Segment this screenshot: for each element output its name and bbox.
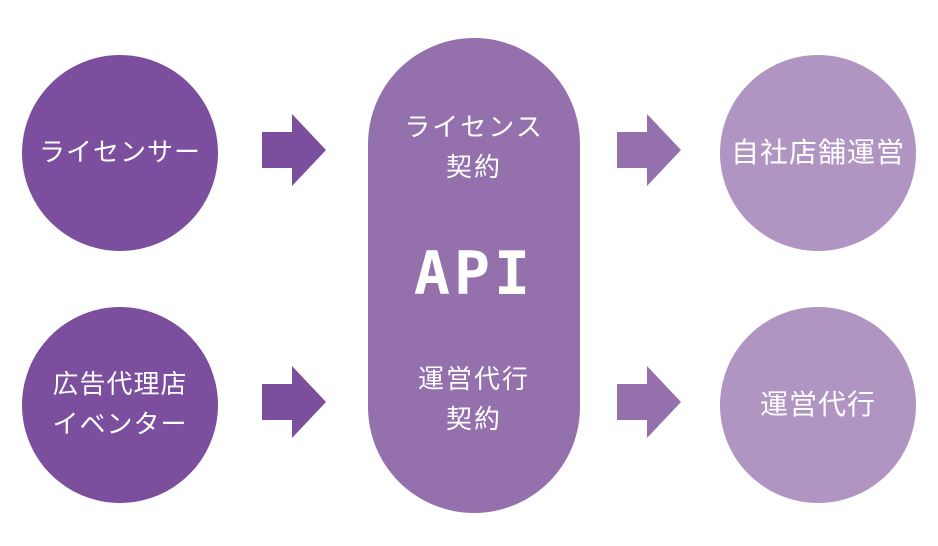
arrow-right-icon — [262, 366, 326, 438]
api-label: API — [413, 239, 535, 309]
own-store-label: 自社店舗運営 — [730, 136, 905, 169]
license-contract-line-2: 契約 — [445, 153, 502, 183]
agency-label-line-1: 広告代理店 — [52, 370, 188, 400]
license-contract-line-1: ライセンス — [404, 113, 544, 143]
operation-agency-node: 運営代行 — [720, 307, 916, 503]
arrow-right-icon — [262, 114, 326, 186]
arrow-right-icon — [617, 366, 681, 438]
operation-contract-label: 運営代行 契約 — [368, 360, 580, 440]
agency-node: 広告代理店 イベンター — [22, 307, 218, 503]
license-contract-label: ライセンス 契約 — [368, 108, 580, 188]
licensor-node: ライセンサー — [22, 55, 218, 251]
operation-agency-label: 運営代行 — [759, 388, 876, 421]
arrow-right-icon — [617, 114, 681, 186]
agency-label-line-2: イベンター — [52, 410, 188, 440]
operation-contract-line-1: 運営代行 — [417, 365, 530, 395]
operation-contract-line-2: 契約 — [445, 405, 502, 435]
licensor-label: ライセンサー — [38, 138, 201, 168]
own-store-node: 自社店舗運営 — [720, 55, 916, 251]
api-pill — [368, 38, 580, 513]
